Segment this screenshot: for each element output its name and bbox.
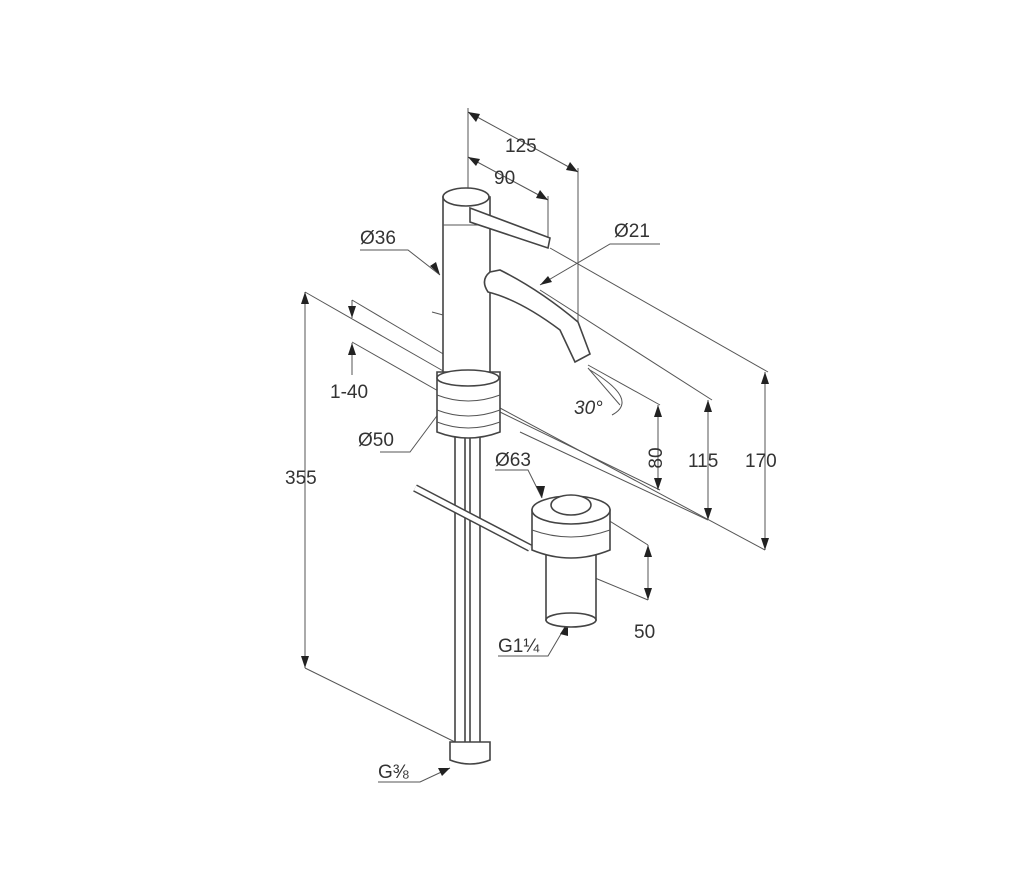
hoses bbox=[413, 429, 532, 765]
label-hose-thread: G⅜ bbox=[378, 762, 409, 783]
dimension-labels: 125 90 Ø36 Ø21 1-40 Ø50 30° 80 115 170 3… bbox=[285, 136, 777, 783]
label-base-diameter: Ø50 bbox=[358, 430, 394, 451]
arrowheads bbox=[301, 112, 769, 776]
label-lever-reach: 90 bbox=[494, 168, 515, 189]
label-spout-angle: 30° bbox=[574, 398, 603, 419]
waste-fitting bbox=[531, 494, 611, 628]
label-deck-thickness: 1-40 bbox=[330, 382, 368, 403]
label-handle-reach: 125 bbox=[505, 136, 537, 157]
label-waste-height: 50 bbox=[634, 622, 655, 643]
tap-base bbox=[436, 369, 501, 439]
label-spout-diameter: Ø21 bbox=[614, 221, 650, 242]
label-spout-height: 80 bbox=[646, 447, 667, 468]
label-body-diameter: Ø36 bbox=[360, 228, 396, 249]
label-waste-diameter: Ø63 bbox=[495, 450, 531, 471]
dimension-lines bbox=[304, 108, 769, 783]
label-total-height: 170 bbox=[745, 451, 777, 472]
tap-body bbox=[431, 187, 591, 376]
label-lever-height: 115 bbox=[688, 451, 718, 472]
label-hose-length: 355 bbox=[285, 468, 317, 489]
label-waste-thread: G1¼ bbox=[498, 636, 540, 657]
